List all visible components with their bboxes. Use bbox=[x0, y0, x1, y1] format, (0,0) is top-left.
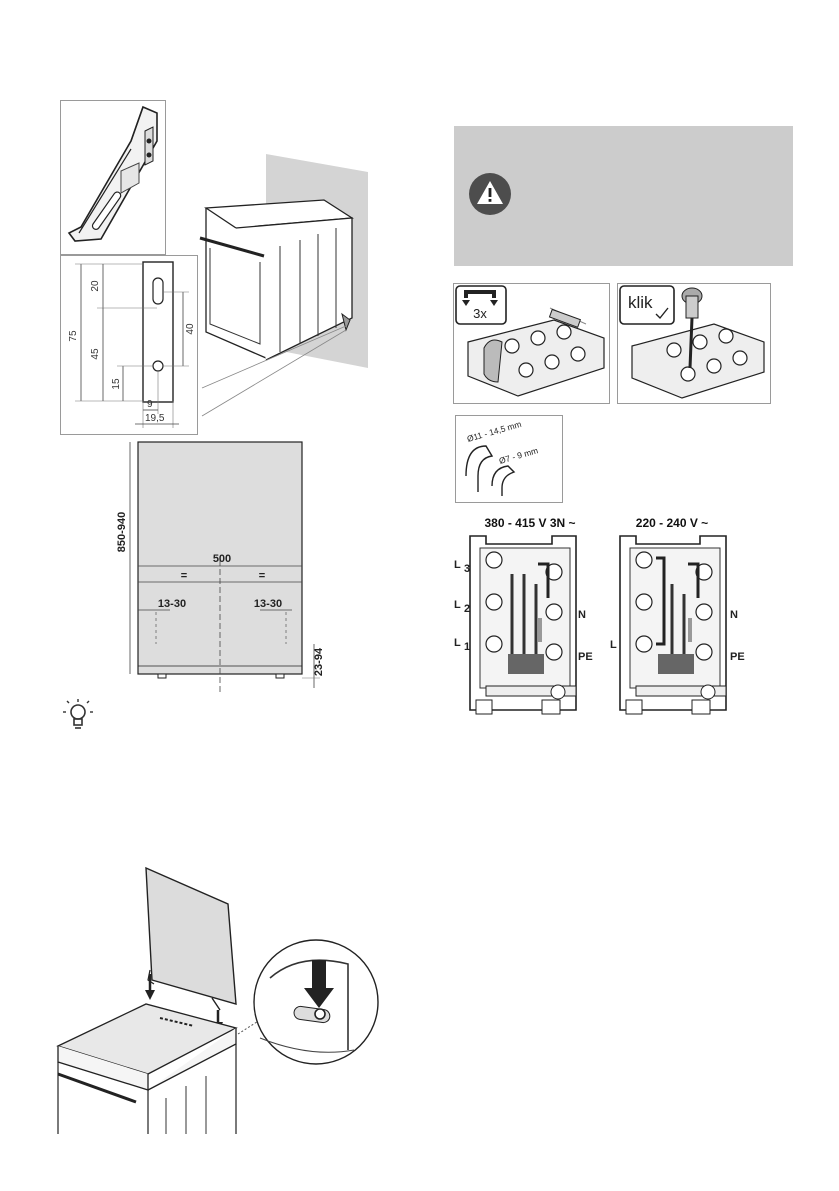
terminal-bridge-illustration: 3x bbox=[455, 285, 605, 397]
single-phase-voltage: 220 - 240 V ~ bbox=[636, 516, 708, 530]
dim-side-left: 13-30 bbox=[158, 598, 186, 610]
dim-equal-right: = bbox=[259, 570, 265, 582]
click-confirm-label: klik bbox=[628, 293, 653, 312]
dim-equal-left: = bbox=[181, 570, 187, 582]
cabinet-dimension-drawing: 850-940 500 = = 13-30 13-30 23-94 bbox=[116, 441, 325, 692]
dim-foot-height: 23-94 bbox=[313, 647, 325, 676]
line-label-l3: L bbox=[454, 559, 461, 571]
dim-mid-height: 45 bbox=[90, 348, 101, 360]
anti-tilt-bracket-illustration bbox=[67, 105, 158, 242]
bracket-dimension-drawing: 75 20 45 40 15 9 19,5 bbox=[68, 261, 196, 428]
dim-hole-x: 9 bbox=[147, 399, 153, 410]
dim-width: 19,5 bbox=[145, 413, 165, 424]
neutral-label-single-phase: N bbox=[730, 609, 738, 621]
bracket-perspective-panel bbox=[60, 100, 166, 255]
terminal-click-step-panel: klik bbox=[617, 283, 771, 404]
line-subscript-2: 2 bbox=[464, 603, 470, 615]
cable-diameter-small: Ø7 - 9 mm bbox=[498, 445, 539, 466]
cooker-lid-illustration bbox=[56, 866, 379, 1134]
dim-bottom-offset: 15 bbox=[111, 378, 122, 390]
line-label-l1: L bbox=[454, 637, 461, 649]
line-label-l2: L bbox=[454, 599, 461, 611]
terminal-screw-illustration: klik bbox=[619, 285, 765, 399]
dim-slot-offset: 20 bbox=[90, 280, 101, 292]
dim-hole-spacing: 40 bbox=[185, 323, 196, 335]
warning-icon bbox=[469, 173, 511, 215]
three-phase-terminal-diagram: 380 - 415 V 3N ~ L 3 L 2 L 1 N PE bbox=[454, 516, 593, 715]
earth-label-single-phase: PE bbox=[730, 651, 745, 663]
earth-label-three-phase: PE bbox=[578, 651, 593, 663]
cable-clamp-illustration: Ø11 - 14,5 mm Ø7 - 9 mm bbox=[465, 419, 539, 496]
dim-height-total: 75 bbox=[68, 330, 79, 342]
three-phase-voltage: 380 - 415 V 3N ~ bbox=[484, 516, 575, 530]
repeat-count-label: 3x bbox=[473, 306, 487, 321]
cable-diameter-large: Ø11 - 14,5 mm bbox=[466, 419, 523, 444]
dim-height-range: 850-940 bbox=[116, 512, 128, 552]
cooker-wall-illustration bbox=[199, 154, 368, 417]
dim-side-right: 13-30 bbox=[254, 598, 282, 610]
line-subscript-3: 3 bbox=[464, 563, 470, 575]
line-subscript-1: 1 bbox=[464, 641, 470, 653]
single-phase-terminal-diagram: 220 - 240 V ~ L N PE bbox=[610, 516, 745, 715]
terminal-bridge-step-panel: 3x bbox=[453, 283, 610, 404]
neutral-label-three-phase: N bbox=[578, 609, 586, 621]
bracket-dimension-panel: 75 20 45 40 15 9 19,5 bbox=[60, 255, 198, 435]
dim-cabinet-width: 500 bbox=[213, 553, 231, 565]
line-label-single: L bbox=[610, 639, 617, 651]
cable-diameter-panel: Ø11 - 14,5 mm Ø7 - 9 mm bbox=[455, 415, 563, 503]
lightbulb-icon bbox=[63, 699, 93, 729]
